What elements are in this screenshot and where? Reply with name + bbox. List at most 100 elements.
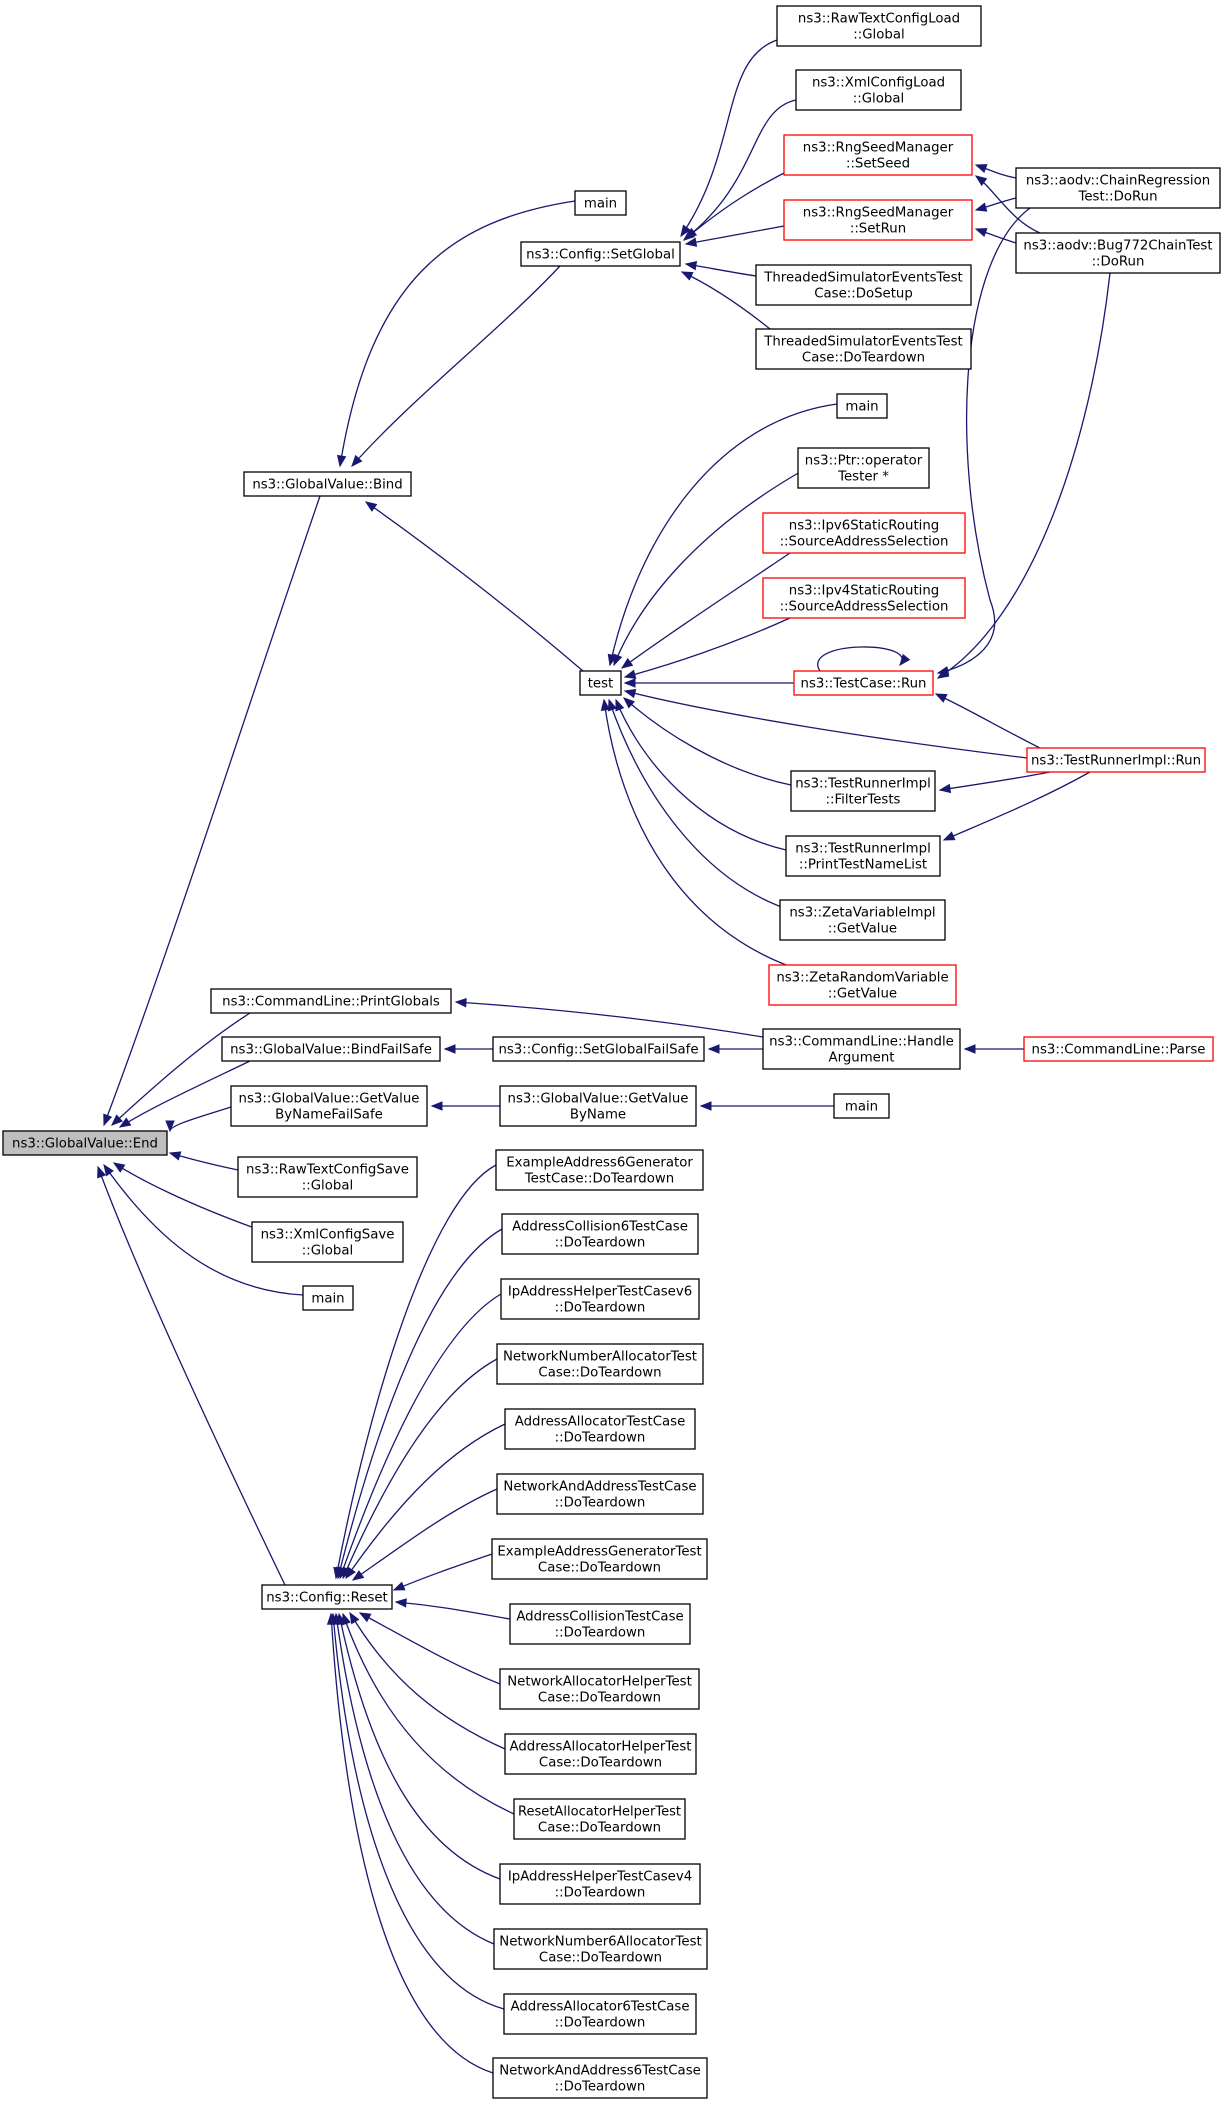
node-box[interactable] (795, 69, 962, 111)
node-box[interactable] (230, 1085, 428, 1127)
node-ns3-config-setglobalfailsafe[interactable]: ns3::Config::SetGlobalFailSafe (492, 1036, 705, 1062)
node-box[interactable] (496, 1473, 704, 1515)
node-main[interactable]: main (574, 190, 627, 216)
node-box[interactable] (755, 264, 972, 306)
node-exampleaddressgeneratortest-case-doteardown[interactable]: ExampleAddressGeneratorTestCase::DoTeard… (491, 1538, 708, 1580)
node-ns3-rngseedmanager-setseed[interactable]: ns3::RngSeedManager::SetSeed (783, 134, 973, 176)
node-ns3-xmlconfigload-global[interactable]: ns3::XmlConfigLoad::Global (795, 69, 962, 111)
node-box[interactable] (492, 1036, 705, 1062)
node-ns3-globalvalue-bind[interactable]: ns3::GlobalValue::Bind (243, 471, 412, 497)
node-networknumberallocatortest-case-doteardown[interactable]: NetworkNumberAllocatorTestCase::DoTeardo… (496, 1343, 704, 1385)
node-ns3-testrunnerimpl-filtertests[interactable]: ns3::TestRunnerImpl::FilterTests (790, 770, 936, 812)
node-threadedsimulatoreventstest-case-doteardown[interactable]: ThreadedSimulatorEventsTestCase::DoTeard… (755, 328, 972, 370)
node-box[interactable] (251, 1221, 404, 1263)
node-ns3-config-reset[interactable]: ns3::Config::Reset (261, 1584, 393, 1610)
node-ns3-rngseedmanager-setrun[interactable]: ns3::RngSeedManager::SetRun (783, 199, 973, 241)
node-addresscollision6testcase-doteardown[interactable]: AddressCollision6TestCase::DoTeardown (501, 1213, 699, 1255)
node-ns3-commandline-printglobals[interactable]: ns3::CommandLine::PrintGlobals (210, 988, 452, 1014)
node-box[interactable] (261, 1584, 393, 1610)
node-addressallocatortestcase-doteardown[interactable]: AddressAllocatorTestCase::DoTeardown (504, 1408, 696, 1450)
node-addressallocator6testcase-doteardown[interactable]: AddressAllocator6TestCase::DoTeardown (503, 1993, 697, 2035)
node-ns3-globalvalue-bindfailsafe[interactable]: ns3::GlobalValue::BindFailSafe (221, 1036, 441, 1062)
node-main[interactable]: main (302, 1285, 354, 1311)
node-box[interactable] (1023, 1036, 1214, 1062)
node-ns3-rawtextconfigsave-global[interactable]: ns3::RawTextConfigSave::Global (237, 1156, 418, 1198)
node-box[interactable] (579, 670, 622, 696)
node-box[interactable] (491, 1538, 708, 1580)
node-box[interactable] (509, 1603, 691, 1645)
node-ns3-ipv4staticrouting-sourceaddressselection[interactable]: ns3::Ipv4StaticRouting::SourceAddressSel… (762, 577, 966, 619)
node-exampleaddress6generator-testcase-doteardown[interactable]: ExampleAddress6GeneratorTestCase::DoTear… (495, 1149, 704, 1191)
node-ns3-aodv-bug772chaintest-dorun[interactable]: ns3::aodv::Bug772ChainTest::DoRun (1015, 232, 1221, 274)
node-box[interactable] (762, 577, 966, 619)
node-ipaddresshelpertestcasev4-doteardown[interactable]: IpAddressHelperTestCasev4::DoTeardown (499, 1863, 701, 1905)
node-box[interactable] (513, 1798, 686, 1840)
node-box[interactable] (768, 964, 957, 1006)
node-box[interactable] (496, 1343, 704, 1385)
node-box[interactable] (836, 393, 888, 419)
node-ns3-testrunnerimpl-printtestnamelist[interactable]: ns3::TestRunnerImpl::PrintTestNameList (785, 835, 941, 877)
node-box[interactable] (783, 134, 973, 176)
node-ipaddresshelpertestcasev6-doteardown[interactable]: IpAddressHelperTestCasev6::DoTeardown (500, 1278, 700, 1320)
node-networknumber6allocatortest-case-doteardown[interactable]: NetworkNumber6AllocatorTestCase::DoTeard… (493, 1928, 708, 1970)
node-box[interactable] (762, 512, 966, 554)
node-box[interactable] (210, 988, 452, 1014)
node-box[interactable] (237, 1156, 418, 1198)
node-box[interactable] (504, 1408, 696, 1450)
node-ns3-commandline-parse[interactable]: ns3::CommandLine::Parse (1023, 1036, 1214, 1062)
node-box[interactable] (1026, 747, 1206, 773)
node-ns3-testcase-run[interactable]: ns3::TestCase::Run (793, 670, 934, 696)
node-box[interactable] (833, 1093, 890, 1119)
node-main[interactable]: main (836, 393, 888, 419)
node-box[interactable] (779, 899, 946, 941)
node-box[interactable] (499, 1668, 700, 1710)
node-box[interactable] (790, 770, 936, 812)
node-addressallocatorhelpertest-case-doteardown[interactable]: AddressAllocatorHelperTestCase::DoTeardo… (504, 1733, 697, 1775)
node-main[interactable]: main (833, 1093, 890, 1119)
node-box[interactable] (499, 1085, 697, 1127)
node-box[interactable] (783, 199, 973, 241)
node-box[interactable] (762, 1028, 961, 1070)
node-ns3-zetavariableimpl-getvalue[interactable]: ns3::ZetaVariableImpl::GetValue (779, 899, 946, 941)
node-box[interactable] (797, 447, 930, 489)
node-box[interactable] (221, 1036, 441, 1062)
node-box[interactable] (495, 1149, 704, 1191)
node-box[interactable] (2, 1130, 168, 1156)
node-test[interactable]: test (579, 670, 622, 696)
node-box[interactable] (785, 835, 941, 877)
node-box[interactable] (302, 1285, 354, 1311)
node-box[interactable] (1015, 167, 1221, 209)
node-box[interactable] (574, 190, 627, 216)
node-ns3-xmlconfigsave-global[interactable]: ns3::XmlConfigSave::Global (251, 1221, 404, 1263)
node-networkallocatorhelpertest-case-doteardown[interactable]: NetworkAllocatorHelperTestCase::DoTeardo… (499, 1668, 700, 1710)
node-box[interactable] (793, 670, 934, 696)
node-box[interactable] (493, 1928, 708, 1970)
node-box[interactable] (755, 328, 972, 370)
node-box[interactable] (520, 241, 681, 267)
node-box[interactable] (503, 1993, 697, 2035)
node-ns3-ipv6staticrouting-sourceaddressselection[interactable]: ns3::Ipv6StaticRouting::SourceAddressSel… (762, 512, 966, 554)
node-ns3-globalvalue-end[interactable]: ns3::GlobalValue::End (2, 1130, 168, 1156)
node-addresscollisiontestcase-doteardown[interactable]: AddressCollisionTestCase::DoTeardown (509, 1603, 691, 1645)
node-box[interactable] (243, 471, 412, 497)
node-box[interactable] (1015, 232, 1221, 274)
node-ns3-zetarandomvariable-getvalue[interactable]: ns3::ZetaRandomVariable::GetValue (768, 964, 957, 1006)
node-networkandaddresstestcase-doteardown[interactable]: NetworkAndAddressTestCase::DoTeardown (496, 1473, 704, 1515)
node-box[interactable] (499, 1863, 701, 1905)
node-box[interactable] (504, 1733, 697, 1775)
node-ns3-config-setglobal[interactable]: ns3::Config::SetGlobal (520, 241, 681, 267)
node-box[interactable] (492, 2057, 708, 2099)
node-box[interactable] (500, 1278, 700, 1320)
node-ns3-testrunnerimpl-run[interactable]: ns3::TestRunnerImpl::Run (1026, 747, 1206, 773)
node-networkandaddress6testcase-doteardown[interactable]: NetworkAndAddress6TestCase::DoTeardown (492, 2057, 708, 2099)
node-box[interactable] (776, 5, 982, 47)
node-ns3-rawtextconfigload-global[interactable]: ns3::RawTextConfigLoad::Global (776, 5, 982, 47)
node-box[interactable] (501, 1213, 699, 1255)
